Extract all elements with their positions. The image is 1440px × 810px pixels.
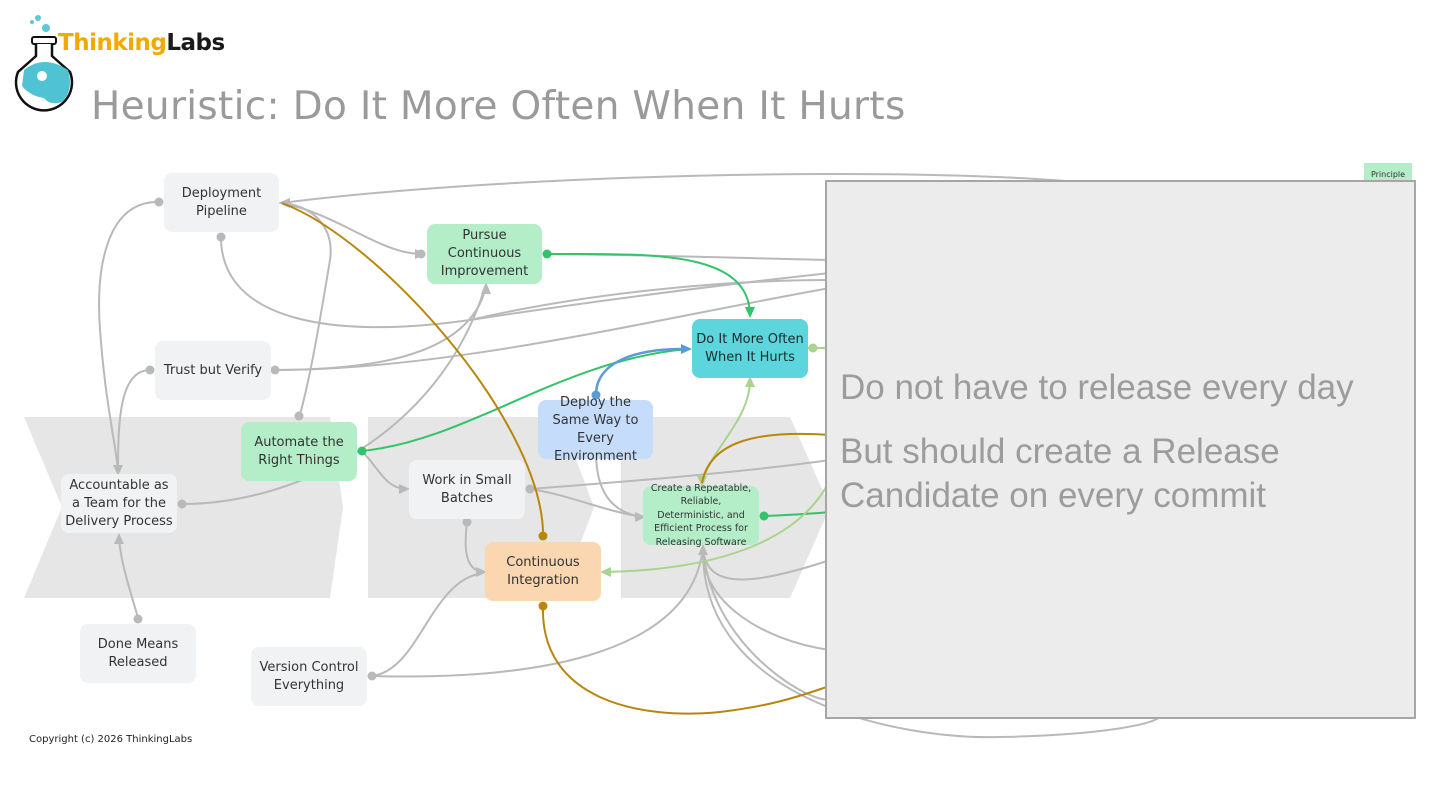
copyright-text: Copyright (c) 2026 ThinkingLabs <box>29 734 193 745</box>
bubble-icon <box>30 20 34 24</box>
callout-line-1: Do not have to release every day <box>840 368 1354 407</box>
page-title: Heuristic: Do It More Often When It Hurt… <box>91 84 906 129</box>
node-automate-right-things: Automate the Right Things <box>241 422 357 481</box>
brand-part1: Thinking <box>58 30 167 56</box>
brand-part2: Labs <box>166 30 225 56</box>
node-deployment-pipeline: Deployment Pipeline <box>164 173 279 232</box>
thinkinglabs-flask-logo <box>14 15 74 112</box>
brand-wordmark: ThinkingLabs <box>58 30 225 56</box>
node-pursue-continuous-improvement: Pursue Continuous Improvement <box>427 224 542 284</box>
bubble-icon <box>42 24 50 32</box>
node-continuous-integration: Continuous Integration <box>485 542 601 601</box>
node-done-means-released: Done Means Released <box>80 624 196 683</box>
node-version-control-everything: Version Control Everything <box>251 647 367 706</box>
node-repeatable-release-process: Create a Repeatable, Reliable, Determini… <box>643 483 759 548</box>
node-do-it-more-often: Do It More Often When It Hurts <box>692 319 808 378</box>
node-deploy-same-way: Deploy the Same Way to Every Environment <box>538 395 653 464</box>
callout-line-2: But should create a Release Candidate on… <box>840 432 1280 515</box>
callout-overlay: Do not have to release every day But sho… <box>825 180 1416 719</box>
legend-principle: Principle <box>1364 163 1412 185</box>
bubble-icon <box>35 15 41 21</box>
node-work-in-small-batches: Work in Small Batches <box>409 460 525 519</box>
node-accountable-as-team: Accountable as a Team for the Delivery P… <box>61 474 177 533</box>
node-trust-but-verify: Trust but Verify <box>155 341 271 400</box>
